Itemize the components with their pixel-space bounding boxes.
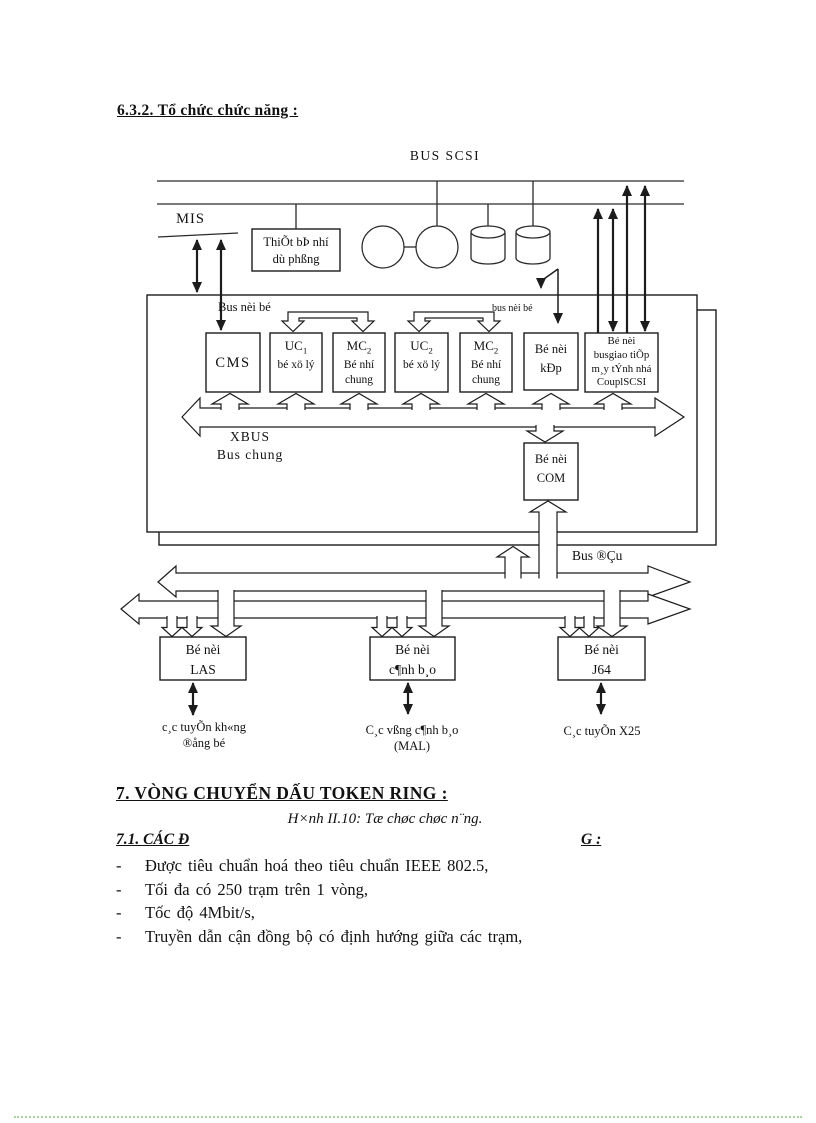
page-bottom-dotted-line <box>14 1116 802 1118</box>
local-bus-connector <box>280 311 502 333</box>
bullet-dash: - <box>116 856 122 875</box>
uc2-label: UC2 bé xö lý <box>402 338 441 371</box>
bullet-dash: - <box>116 903 122 923</box>
mc2b-label: MC2 Bé nhí chung <box>470 338 502 387</box>
backup-memory-line2: dù phßng <box>272 251 320 266</box>
bus-dau-arrows <box>120 500 692 626</box>
scsi-bus-lines <box>157 180 684 248</box>
uc2-box <box>394 332 449 393</box>
drum-storage-icon <box>470 225 506 265</box>
canh-bao-label: Bé nèi c¶nh b¸o <box>389 642 436 677</box>
mc2a-label: MC2 Bé nhí chung <box>343 338 375 387</box>
chapter-heading: 7. VÒNG CHUYỂN DẤU TOKEN RING : <box>116 783 448 803</box>
xbus-label: XBUS Bus chung <box>216 429 284 463</box>
canh-bao-box <box>369 636 456 681</box>
disk-unit-icon <box>415 225 459 269</box>
cms-label: CMS <box>215 355 251 371</box>
busgiao-box <box>584 332 659 393</box>
kep-label: Bé nèi kÐp <box>534 342 568 376</box>
drum-storage-icon <box>515 225 551 265</box>
list-item: - Tối đa có 250 trạm trên 1 vòng, <box>116 878 706 902</box>
backup-memory-line1: ThiÕt bÞ nhí <box>263 235 329 249</box>
uc1-box <box>269 332 323 393</box>
mis-label: MIS <box>176 211 205 227</box>
solid-arrows <box>188 185 650 716</box>
section-heading: 6.3.2. Tổ chức chức năng : <box>117 102 299 119</box>
list-item-text: Tối đa có 250 trạm trên 1 vòng, <box>145 879 368 899</box>
list-item-text: Được tiêu chuẩn hoá theo tiêu chuẩn IEEE… <box>145 856 489 875</box>
mc2a-box <box>332 332 386 393</box>
backup-memory-label: ThiÕt bÞ nhí dù phßng <box>252 234 340 268</box>
mc2b-box <box>459 332 513 393</box>
busgiao-label: Bé nèi busgiao tiÕp m¸y tÝnh nhá CouplSC… <box>591 335 652 389</box>
bus-noi-bo-small-label: bus nèi bé <box>492 303 533 314</box>
list-item-text: Tốc độ 4Mbit/s, <box>145 903 255 923</box>
cms-box <box>205 332 261 393</box>
list-item: - Được tiêu chuẩn hoá theo tiêu chuẩn IE… <box>116 854 706 878</box>
com-box <box>523 442 579 501</box>
bullet-dash: - <box>116 926 122 946</box>
bus-scsi-label: BUS SCSI <box>409 148 481 163</box>
xbus-arrow <box>181 392 686 443</box>
las-box <box>159 636 247 681</box>
j64-label: Bé nèi J64 <box>584 642 619 677</box>
alarm-rings-caption: C¸c vßng c¶nh b¸o (MAL) <box>365 723 459 754</box>
las-label: Bé nèi LAS <box>185 642 221 677</box>
backup-memory-box <box>251 228 341 272</box>
bullet-dash: - <box>116 879 122 899</box>
com-label: Bé nèi COM <box>534 452 568 486</box>
list-item: - Truyền dẫn cận đồng bộ có định hướng g… <box>116 925 706 949</box>
x25-lines-caption: C¸c tuyÕn X25 <box>563 724 641 738</box>
kep-box <box>523 332 579 391</box>
list-item-text: Truyền dẫn cận đồng bộ có định hướng giữ… <box>145 926 523 946</box>
bus-noi-bo-label: Bus nèi bé <box>218 300 271 314</box>
disk-unit-icon <box>361 225 405 269</box>
feature-list: - Được tiêu chuẩn hoá theo tiêu chuẩn IE… <box>116 854 706 948</box>
bent-connector <box>536 268 563 324</box>
bus-dau-label: Bus ®Çu <box>572 548 623 563</box>
figure-caption: H×nh II.10: Tæ chøc chøc n¨ng. <box>287 811 483 827</box>
subsection-heading-left: 7.1. CÁC Đ <box>116 831 190 848</box>
subsection-heading-right: G : <box>581 831 602 848</box>
async-lines-caption: c¸c tuyÕn kh«ng ®ång bé <box>161 720 246 751</box>
j64-box <box>557 636 646 681</box>
list-item: - Tốc độ 4Mbit/s, <box>116 901 706 925</box>
uc1-label: UC1 bé xö lý <box>277 338 315 371</box>
